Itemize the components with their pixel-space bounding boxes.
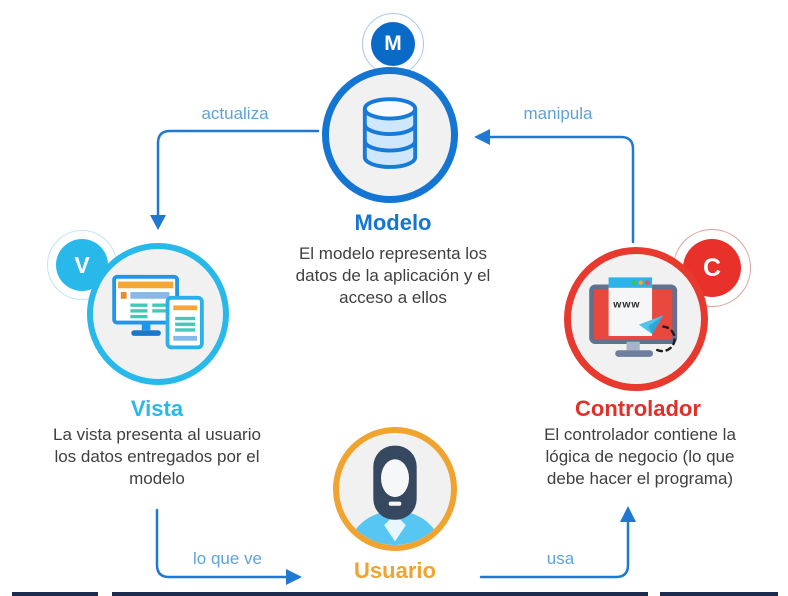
- arrow-label-lo-que-ve: lo que ve: [193, 549, 262, 568]
- arrowhead-left-icon: [474, 129, 490, 145]
- arrow-label-manipula: manipula: [523, 104, 593, 123]
- user-avatar-icon: [348, 445, 442, 545]
- usuario-node: [333, 427, 457, 551]
- bottom-edge-bar: [12, 592, 98, 596]
- vista-node: [87, 243, 229, 385]
- bottom-edge-bar: [660, 592, 778, 596]
- arrowhead-down-icon: [150, 215, 166, 230]
- bottom-edge-bar: [112, 592, 648, 596]
- controlador-description: El controlador contiene la lógica de neg…: [544, 425, 736, 488]
- arrow-label-actualiza: actualiza: [201, 104, 269, 123]
- svg-text:www: www: [612, 300, 640, 311]
- browser-monitor-icon: www: [589, 277, 678, 357]
- arrow-label-usa: usa: [546, 549, 575, 568]
- modelo-title: Modelo: [354, 210, 432, 235]
- vista-description: La vista presenta al usuario los datos e…: [53, 425, 261, 488]
- controlador-title: Controlador: [575, 396, 701, 421]
- modelo-badge: M: [371, 22, 415, 66]
- controlador-node: www: [564, 247, 708, 391]
- arrow-manipula-line: [487, 135, 635, 244]
- usuario-title: Usuario: [354, 558, 436, 583]
- modelo-description: El modelo representa los datos de la apl…: [295, 244, 491, 307]
- vista-title: Vista: [130, 396, 184, 421]
- arrow-actualiza-line: [156, 129, 320, 218]
- modelo-node: [322, 67, 458, 203]
- arrowhead-up-icon: [620, 506, 636, 522]
- database-icon: [362, 97, 418, 169]
- screens-icon: [112, 274, 204, 350]
